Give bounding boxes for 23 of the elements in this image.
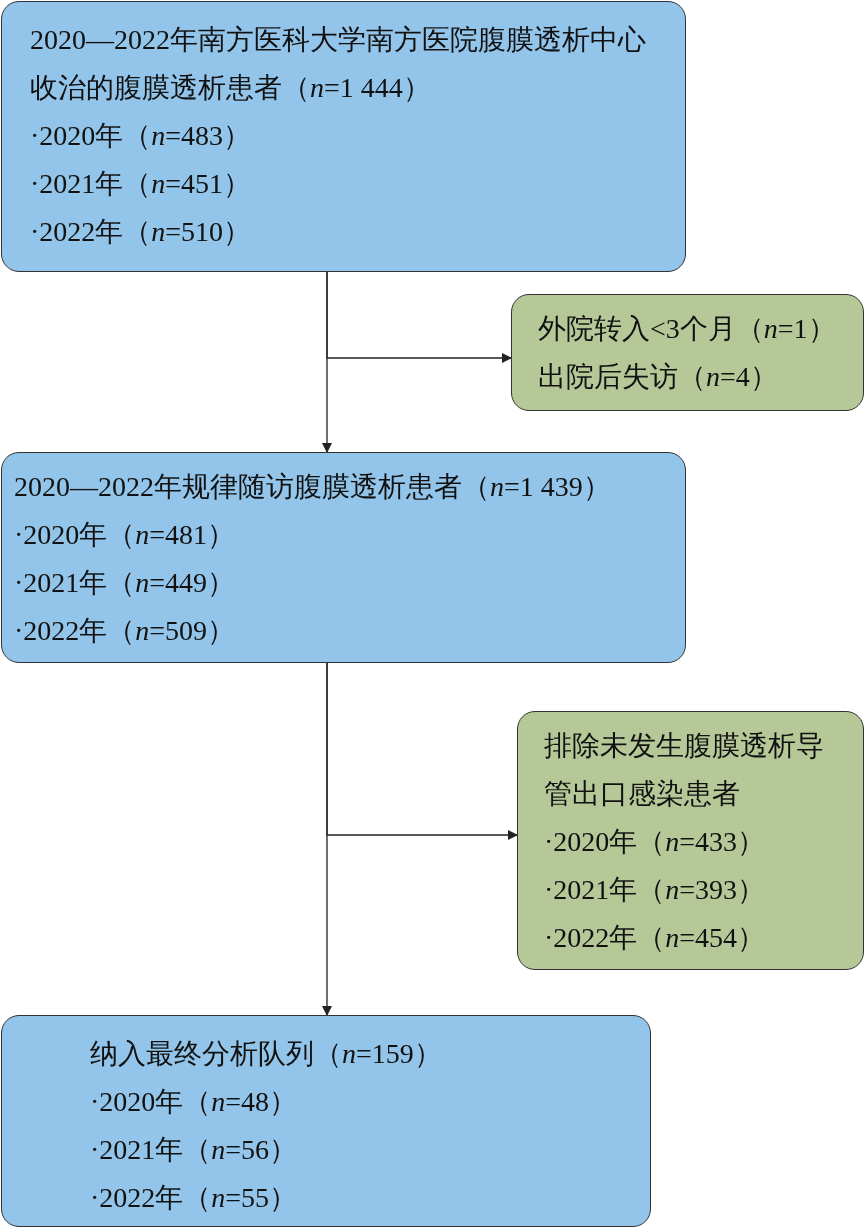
box-text: ·2021年（n=451） <box>30 167 253 201</box>
box-text: 出院后失访（n=4） <box>538 360 779 394</box>
process-box <box>1 452 686 663</box>
box-text: ·2020年（n=483） <box>30 119 253 153</box>
box-text: ·2021年（n=56） <box>90 1133 299 1167</box>
box-text: ·2022年（n=510） <box>30 215 253 249</box>
box-text: ·2020年（n=48） <box>90 1085 299 1119</box>
box-text: ·2020年（n=481） <box>14 518 237 552</box>
arrow <box>326 662 518 840</box>
box-text: ·2021年（n=393） <box>544 873 767 907</box>
box-text: ·2021年（n=449） <box>14 566 237 600</box>
box-text: 外院转入<3个月（n=1） <box>538 312 837 346</box>
process-box <box>1 1015 651 1227</box>
box-text: ·2022年（n=454） <box>544 921 767 955</box>
arrow <box>326 271 512 363</box>
box-text: 纳入最终分析队列（n=159） <box>90 1037 443 1071</box>
process-box <box>1 1 686 272</box>
exclusion-box <box>511 294 864 411</box>
box-text: ·2022年（n=509） <box>14 614 237 648</box>
box-text: ·2020年（n=433） <box>544 825 767 859</box>
exclusion-box <box>517 711 864 970</box>
box-text: ·2022年（n=55） <box>90 1181 299 1215</box>
box-text: 2020—2022年规律随访腹膜透析患者（n=1 439） <box>14 470 612 504</box>
